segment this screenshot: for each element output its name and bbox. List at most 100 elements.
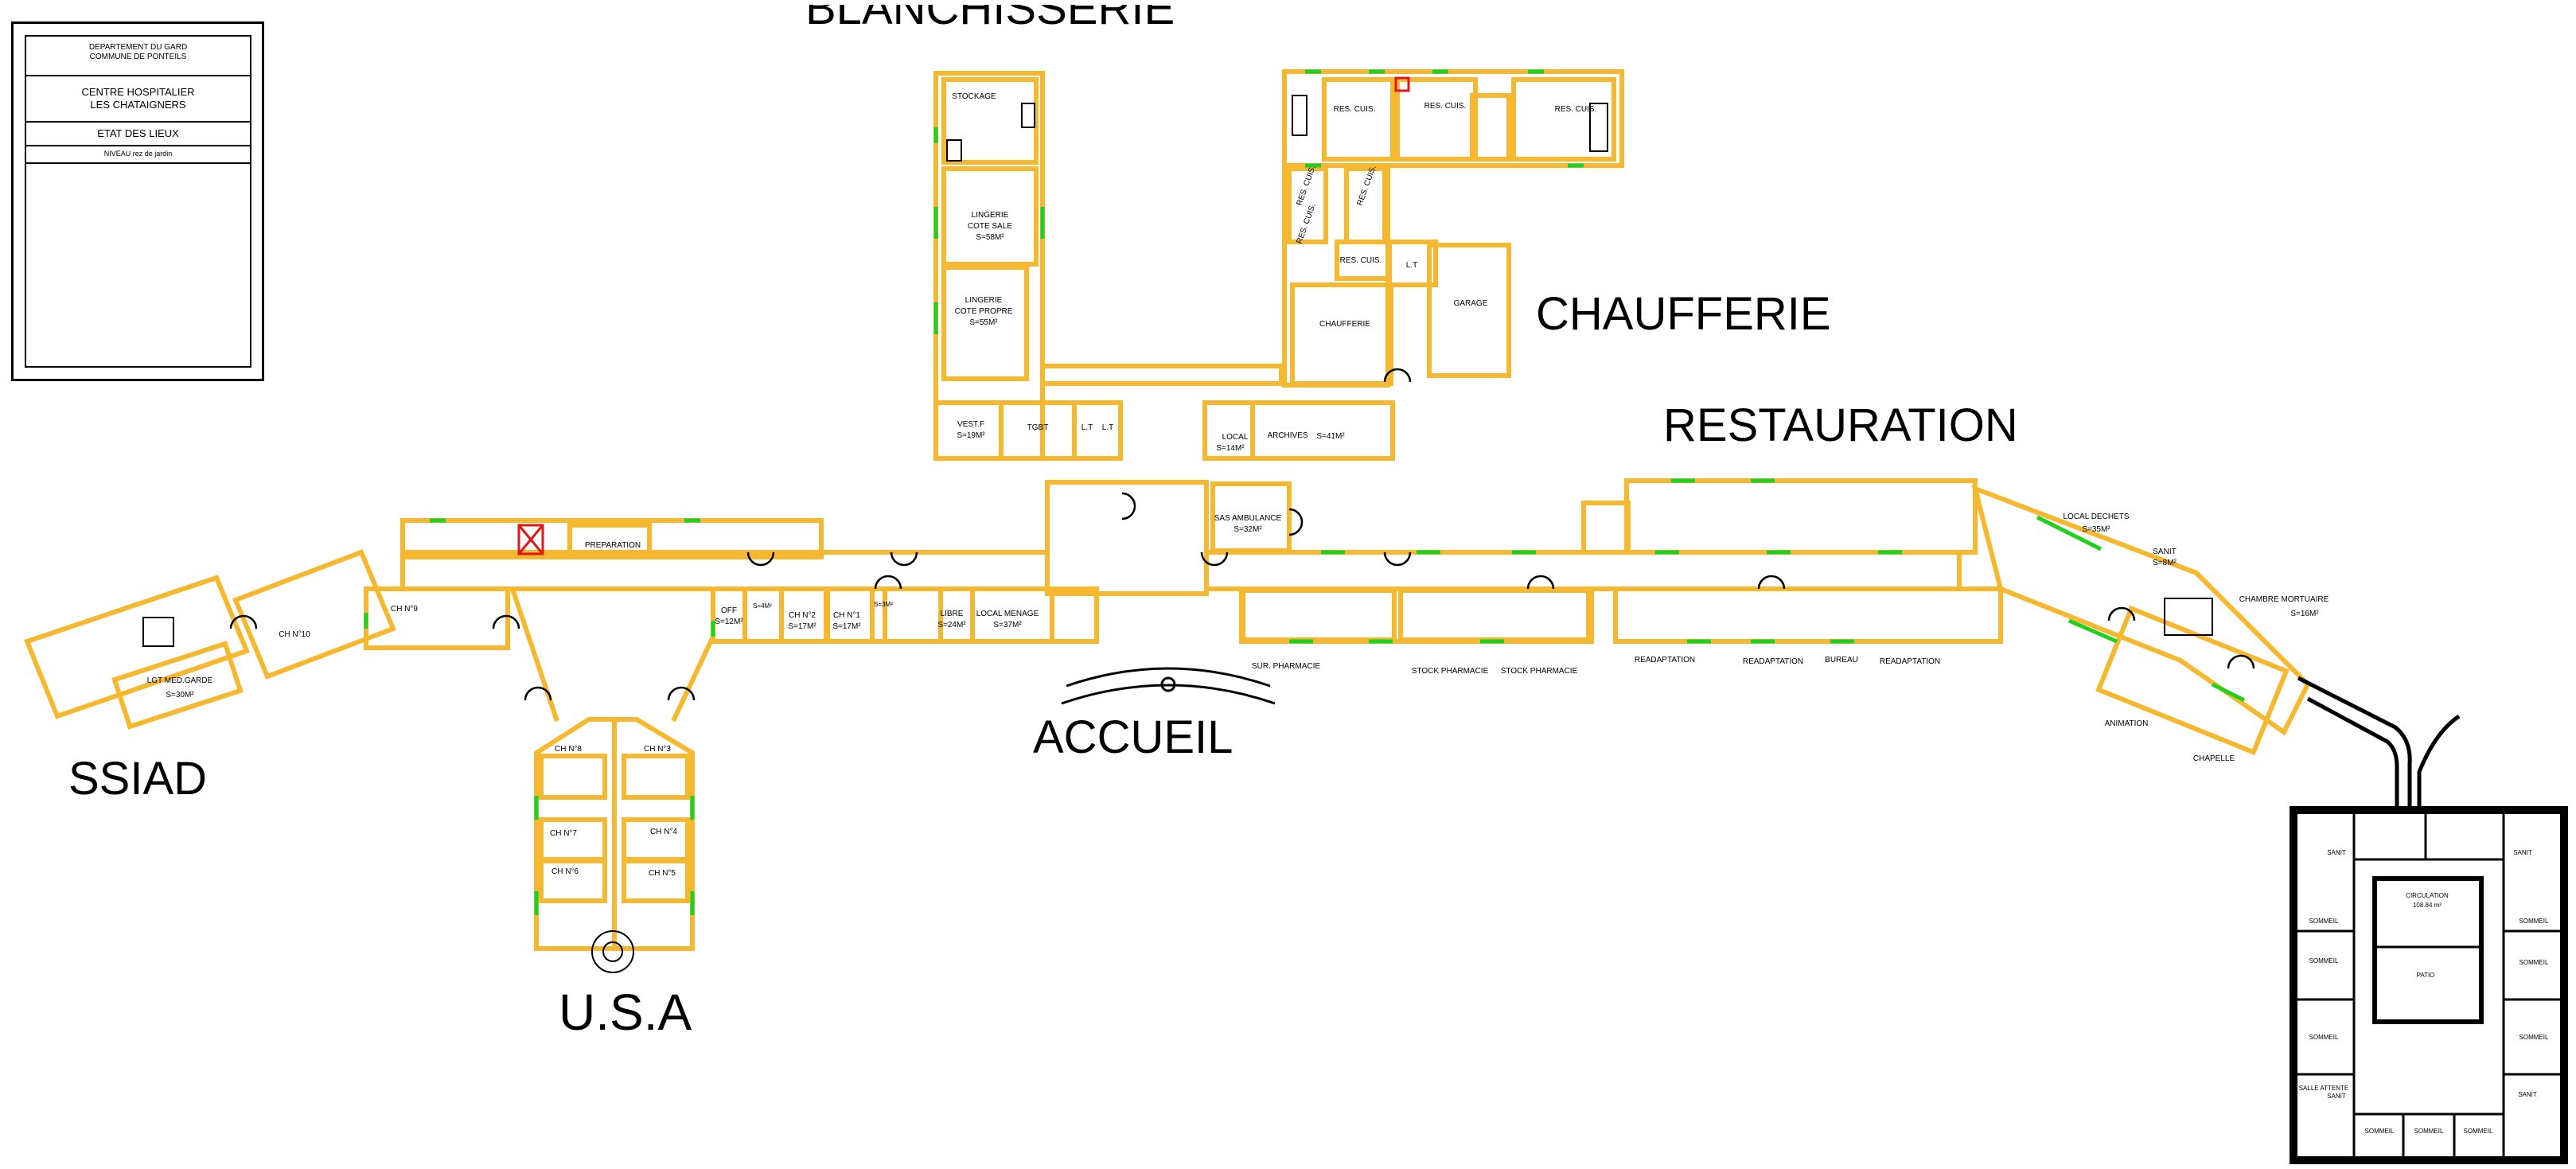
walls: [24, 69, 2311, 951]
label-garage: GARAGE: [1454, 299, 1488, 308]
label-ch2-2: S=17M²: [788, 622, 816, 631]
section-label-blanchisserie: BLANCHISSERIE: [805, 0, 1175, 34]
label-ch4: CH N°4: [650, 828, 677, 836]
label-ch6: CH N°6: [551, 867, 579, 876]
res-cuis-d: [1511, 77, 1616, 162]
preparation-wing: [400, 518, 824, 559]
label-local-menage-1: LOCAL MENAGE: [976, 610, 1039, 618]
label-res-cuis-7: RES. CUIS.: [1340, 256, 1382, 265]
label-lingerie-sale-3: S=58M²: [976, 233, 1004, 242]
res-cuis-b: [1395, 77, 1478, 162]
label-libre-1: LIBRE: [941, 610, 964, 618]
label-chambre-mort-1: CHAMBRE MORTUAIRE: [2239, 595, 2329, 604]
windows: [364, 69, 2246, 915]
label-bureau: BUREAU: [1825, 656, 1858, 664]
label-stockage: STOCKAGE: [952, 92, 996, 101]
label-lt-c: L.T: [1406, 261, 1417, 270]
label-local-1: LOCAL: [1222, 433, 1249, 442]
ssiad-block: [24, 575, 250, 719]
label-patio: PATIO: [2417, 972, 2435, 979]
label-ch7: CH N°7: [550, 829, 577, 838]
ch1-room: [825, 586, 875, 644]
label-ch2-1: CH N°2: [789, 611, 816, 620]
label-sommeil-c: SOMMEIL: [2519, 959, 2549, 966]
label-vestf-1: VEST.F: [957, 420, 984, 429]
usa-link-right: [671, 635, 715, 723]
title-block-frame: DEPARTEMENT DU GARD COMMUNE DE PONTEILS …: [25, 35, 251, 368]
local-menage-room: [970, 586, 1054, 644]
label-circulation-1: CIRCULATION: [2406, 892, 2449, 899]
section-label-chaufferie: CHAUFFERIE: [1536, 288, 1831, 340]
label-sommeil-a: SOMMEIL: [2309, 957, 2339, 964]
lingerie-propre-room: [941, 265, 1029, 381]
label-readapt-2: READAPTATION: [1743, 657, 1803, 666]
label-local-dechets-1: LOCAL DECHETS: [2064, 512, 2130, 521]
title-block-etat: ETAT DES LIEUX: [26, 123, 250, 146]
label-lgt-2: S=30M²: [166, 691, 194, 699]
label-sanit-2: S=8M²: [2153, 559, 2177, 567]
label-chapelle: CHAPELLE: [2193, 754, 2235, 763]
east-wing: [1971, 485, 2311, 736]
label-tgbt: TGBT: [1027, 423, 1049, 432]
label-lingerie-propre-3: S=55M²: [969, 318, 998, 327]
staircases: [142, 95, 2213, 973]
res-cuis-a: [1322, 77, 1395, 162]
hospital-name-line2: LES CHATAIGNERS: [90, 99, 186, 111]
label-sommeil-h: SOMMEIL: [2414, 1128, 2444, 1135]
label-chaufferie-room: CHAUFFERIE: [1319, 320, 1370, 329]
east-annex-rooms: [2293, 810, 2564, 1160]
label-lingerie-propre-1: LINGERIE: [965, 296, 1003, 305]
label-lingerie-sale-1: LINGERIE: [972, 211, 1009, 220]
east-annex: [2290, 806, 2568, 1164]
label-sanit-c: SANIT: [2327, 1093, 2346, 1100]
section-label-restauration: RESTAURATION: [1663, 399, 2018, 451]
label-stock-pharm-1: STOCK PHARMACIE: [1412, 667, 1489, 676]
lt-rooms: [1072, 400, 1123, 461]
label-sommeil-g: SOMMEIL: [2365, 1128, 2395, 1135]
usa-pavilion: [534, 717, 695, 951]
label-lt-a: L.T: [1081, 423, 1093, 432]
label-sas-amb-1: SAS AMBULANCE: [1214, 514, 1282, 523]
south-rooms-east: [1239, 586, 1594, 644]
label-local-menage-2: S=37M²: [993, 621, 1022, 629]
cuisine-block: [1282, 69, 1624, 168]
label-ch8: CH N°8: [555, 745, 582, 754]
title-block-department: DEPARTEMENT DU GARD COMMUNE DE PONTEILS: [26, 37, 250, 76]
annex-labels: CIRCULATION 108.84 m² PATIO SOMMEIL SOMM…: [2299, 849, 2549, 1135]
accueil-canopy: [1061, 667, 1276, 705]
label-readapt-1: READAPTATION: [1635, 656, 1695, 664]
ch5-room: [622, 857, 690, 903]
usa-spiral-stair: [591, 930, 634, 973]
label-sanit-b: SANIT: [2513, 849, 2532, 856]
restauration-annex: [1581, 501, 1631, 555]
ch8-room: [539, 754, 607, 800]
readaptation-block: [1613, 586, 2003, 644]
label-sommeil-d: SOMMEIL: [2519, 1034, 2549, 1041]
label-lgt-1: LGT MED.GARDE: [147, 676, 213, 685]
label-res-cuis-2: RES. CUIS.: [1424, 102, 1467, 111]
label-ch10: CH N°10: [279, 630, 310, 639]
preparation-room: [567, 523, 652, 556]
label-sommeil-f: SOMMEIL: [2519, 918, 2549, 925]
main-corridor-east: [1204, 550, 1962, 591]
label-local-dechets-2: S=35M²: [2082, 525, 2110, 534]
south-rooms-west: [711, 586, 1099, 644]
label-sanit-d: SANIT: [2518, 1091, 2537, 1098]
doors: [229, 368, 2255, 701]
label-ch1-1: CH N°1: [833, 611, 860, 620]
section-label-usa: U.S.A: [559, 984, 692, 1041]
ch3-room: [622, 754, 690, 800]
department-name: DEPARTEMENT DU GARD: [88, 43, 188, 52]
vestf-room: [933, 400, 1004, 461]
res-cuis-e: [1287, 166, 1328, 244]
commune-name: COMMUNE DE PONTEILS: [89, 53, 187, 61]
restauration-block: [1624, 478, 1978, 555]
hospital-name-line1: CENTRE HOSPITALIER: [81, 86, 195, 98]
local-room: [1202, 400, 1255, 461]
label-res-cuis-5: RES. CUIS.: [1295, 202, 1317, 244]
label-ch1-2: S=17M²: [832, 622, 861, 631]
off-room: [711, 586, 747, 644]
chapelle-block: [2095, 605, 2290, 756]
red-marks: [517, 76, 1410, 555]
label-res-cuis-3: RES. CUIS.: [1555, 105, 1597, 114]
